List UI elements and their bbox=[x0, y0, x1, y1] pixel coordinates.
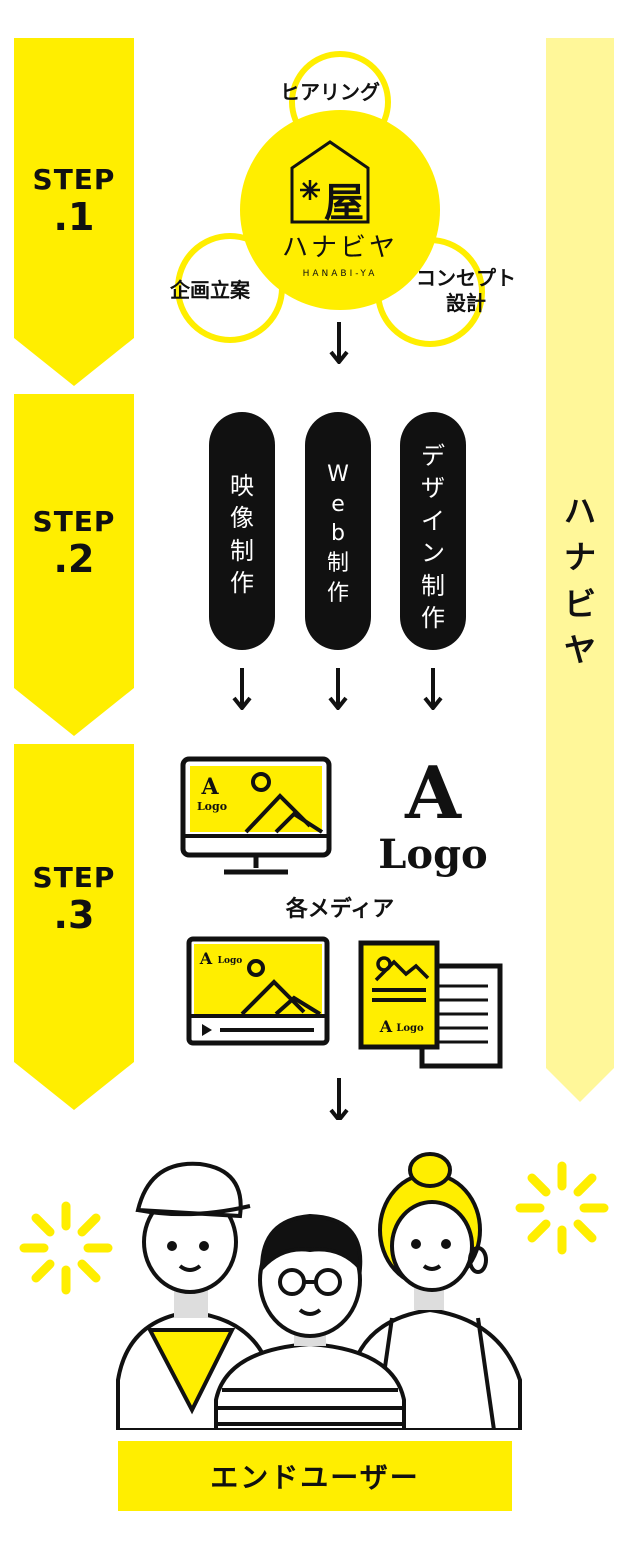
side-char: ビ bbox=[563, 584, 596, 623]
pill-char: b bbox=[331, 521, 345, 547]
web-production-pill: W e b 制 作 bbox=[305, 412, 371, 650]
hanabiya-main-circle bbox=[240, 110, 440, 310]
logo-subtext: HANABI-YA bbox=[303, 269, 378, 279]
side-bar-label: ハ ナ ビ ヤ bbox=[546, 488, 614, 674]
step-word: STEP bbox=[32, 163, 116, 196]
down-arrow-icon bbox=[328, 668, 348, 710]
step-1-label: STEP .1 bbox=[14, 163, 134, 239]
big-logo-word: Logo bbox=[378, 831, 487, 878]
concept-line: コンセプト bbox=[416, 266, 516, 290]
man-with-cap-avatar bbox=[116, 1161, 274, 1430]
sparkle-icon bbox=[19, 1201, 113, 1295]
side-char: ヤ bbox=[563, 631, 596, 670]
man-with-glasses-avatar bbox=[214, 1213, 406, 1430]
pill-char: 作 bbox=[421, 603, 445, 632]
flyer-logo-letter: A bbox=[379, 1017, 393, 1036]
pill-char: 制 bbox=[230, 536, 254, 565]
house-logo-icon bbox=[290, 140, 370, 224]
monitor-logo-word: Logo bbox=[197, 800, 227, 813]
pill-char: 作 bbox=[326, 580, 349, 606]
pill-char: 映 bbox=[230, 472, 254, 500]
step-1-circles: 屋 ハナビヤ HANABI-YA bbox=[175, 51, 485, 347]
down-arrow-icon bbox=[232, 668, 252, 710]
logo-text: ハナビヤ bbox=[282, 233, 398, 263]
monitor-icon: A Logo bbox=[180, 756, 332, 875]
step-word: STEP bbox=[32, 505, 116, 538]
down-arrow-icon bbox=[329, 322, 349, 364]
play-icon bbox=[202, 1024, 212, 1036]
pill-char: ン bbox=[421, 539, 445, 568]
concept-line: 設計 bbox=[446, 291, 486, 315]
video-production-pill: 映 像 制 作 bbox=[209, 412, 275, 650]
step-word: STEP bbox=[32, 861, 116, 894]
step-number: .1 bbox=[53, 195, 95, 239]
logo-mark-icon: A Logo bbox=[378, 756, 487, 878]
pill-char: e bbox=[331, 491, 345, 517]
step-2-label: STEP .2 bbox=[14, 505, 134, 581]
flyer-icon: A Logo bbox=[358, 940, 503, 1069]
step-1-chevron bbox=[14, 38, 134, 386]
step-2-chevron bbox=[14, 394, 134, 736]
side-char: ハ bbox=[563, 492, 596, 530]
pill-char: 制 bbox=[326, 551, 349, 577]
pill-char: W bbox=[327, 462, 349, 487]
sparkle-icon bbox=[515, 1161, 609, 1255]
side-char: ナ bbox=[563, 538, 596, 577]
pill-char: ザ bbox=[421, 474, 445, 503]
logo-kanji: 屋 bbox=[324, 180, 364, 226]
planning-label: 企画立案 bbox=[170, 278, 250, 302]
media-label: 各メディア bbox=[285, 897, 395, 922]
concept-label: コンセプト 設計 bbox=[396, 266, 536, 316]
pill-char: 作 bbox=[230, 569, 254, 598]
down-arrow-icon bbox=[423, 668, 443, 710]
video-logo-letter: A bbox=[199, 949, 213, 968]
flyer-logo-word: Logo bbox=[396, 1023, 424, 1034]
firework-icon bbox=[300, 180, 320, 200]
hearing-label: ヒアリング bbox=[280, 80, 380, 104]
hanabiya-side-bar bbox=[546, 38, 614, 1102]
woman-avatar bbox=[348, 1152, 522, 1430]
pill-char: 制 bbox=[421, 571, 445, 600]
monitor-logo-letter: A bbox=[200, 774, 219, 800]
pill-char: デ bbox=[421, 442, 445, 470]
down-arrow-icon bbox=[329, 1078, 349, 1120]
pill-char: イ bbox=[421, 506, 445, 535]
design-production-pill: デ ザ イ ン 制 作 bbox=[400, 412, 466, 650]
video-player-icon: A Logo bbox=[186, 936, 330, 1046]
pill-char: 像 bbox=[230, 504, 254, 533]
end-users-illustration bbox=[19, 1152, 609, 1430]
end-user-banner: エンドユーザー bbox=[118, 1441, 512, 1511]
step-number: .3 bbox=[53, 893, 95, 937]
big-logo-letter: A bbox=[404, 756, 462, 835]
step-3-chevron bbox=[14, 744, 134, 1110]
video-logo-word: Logo bbox=[218, 956, 243, 966]
step-number: .2 bbox=[53, 537, 95, 581]
step-3-label: STEP .3 bbox=[14, 861, 134, 937]
